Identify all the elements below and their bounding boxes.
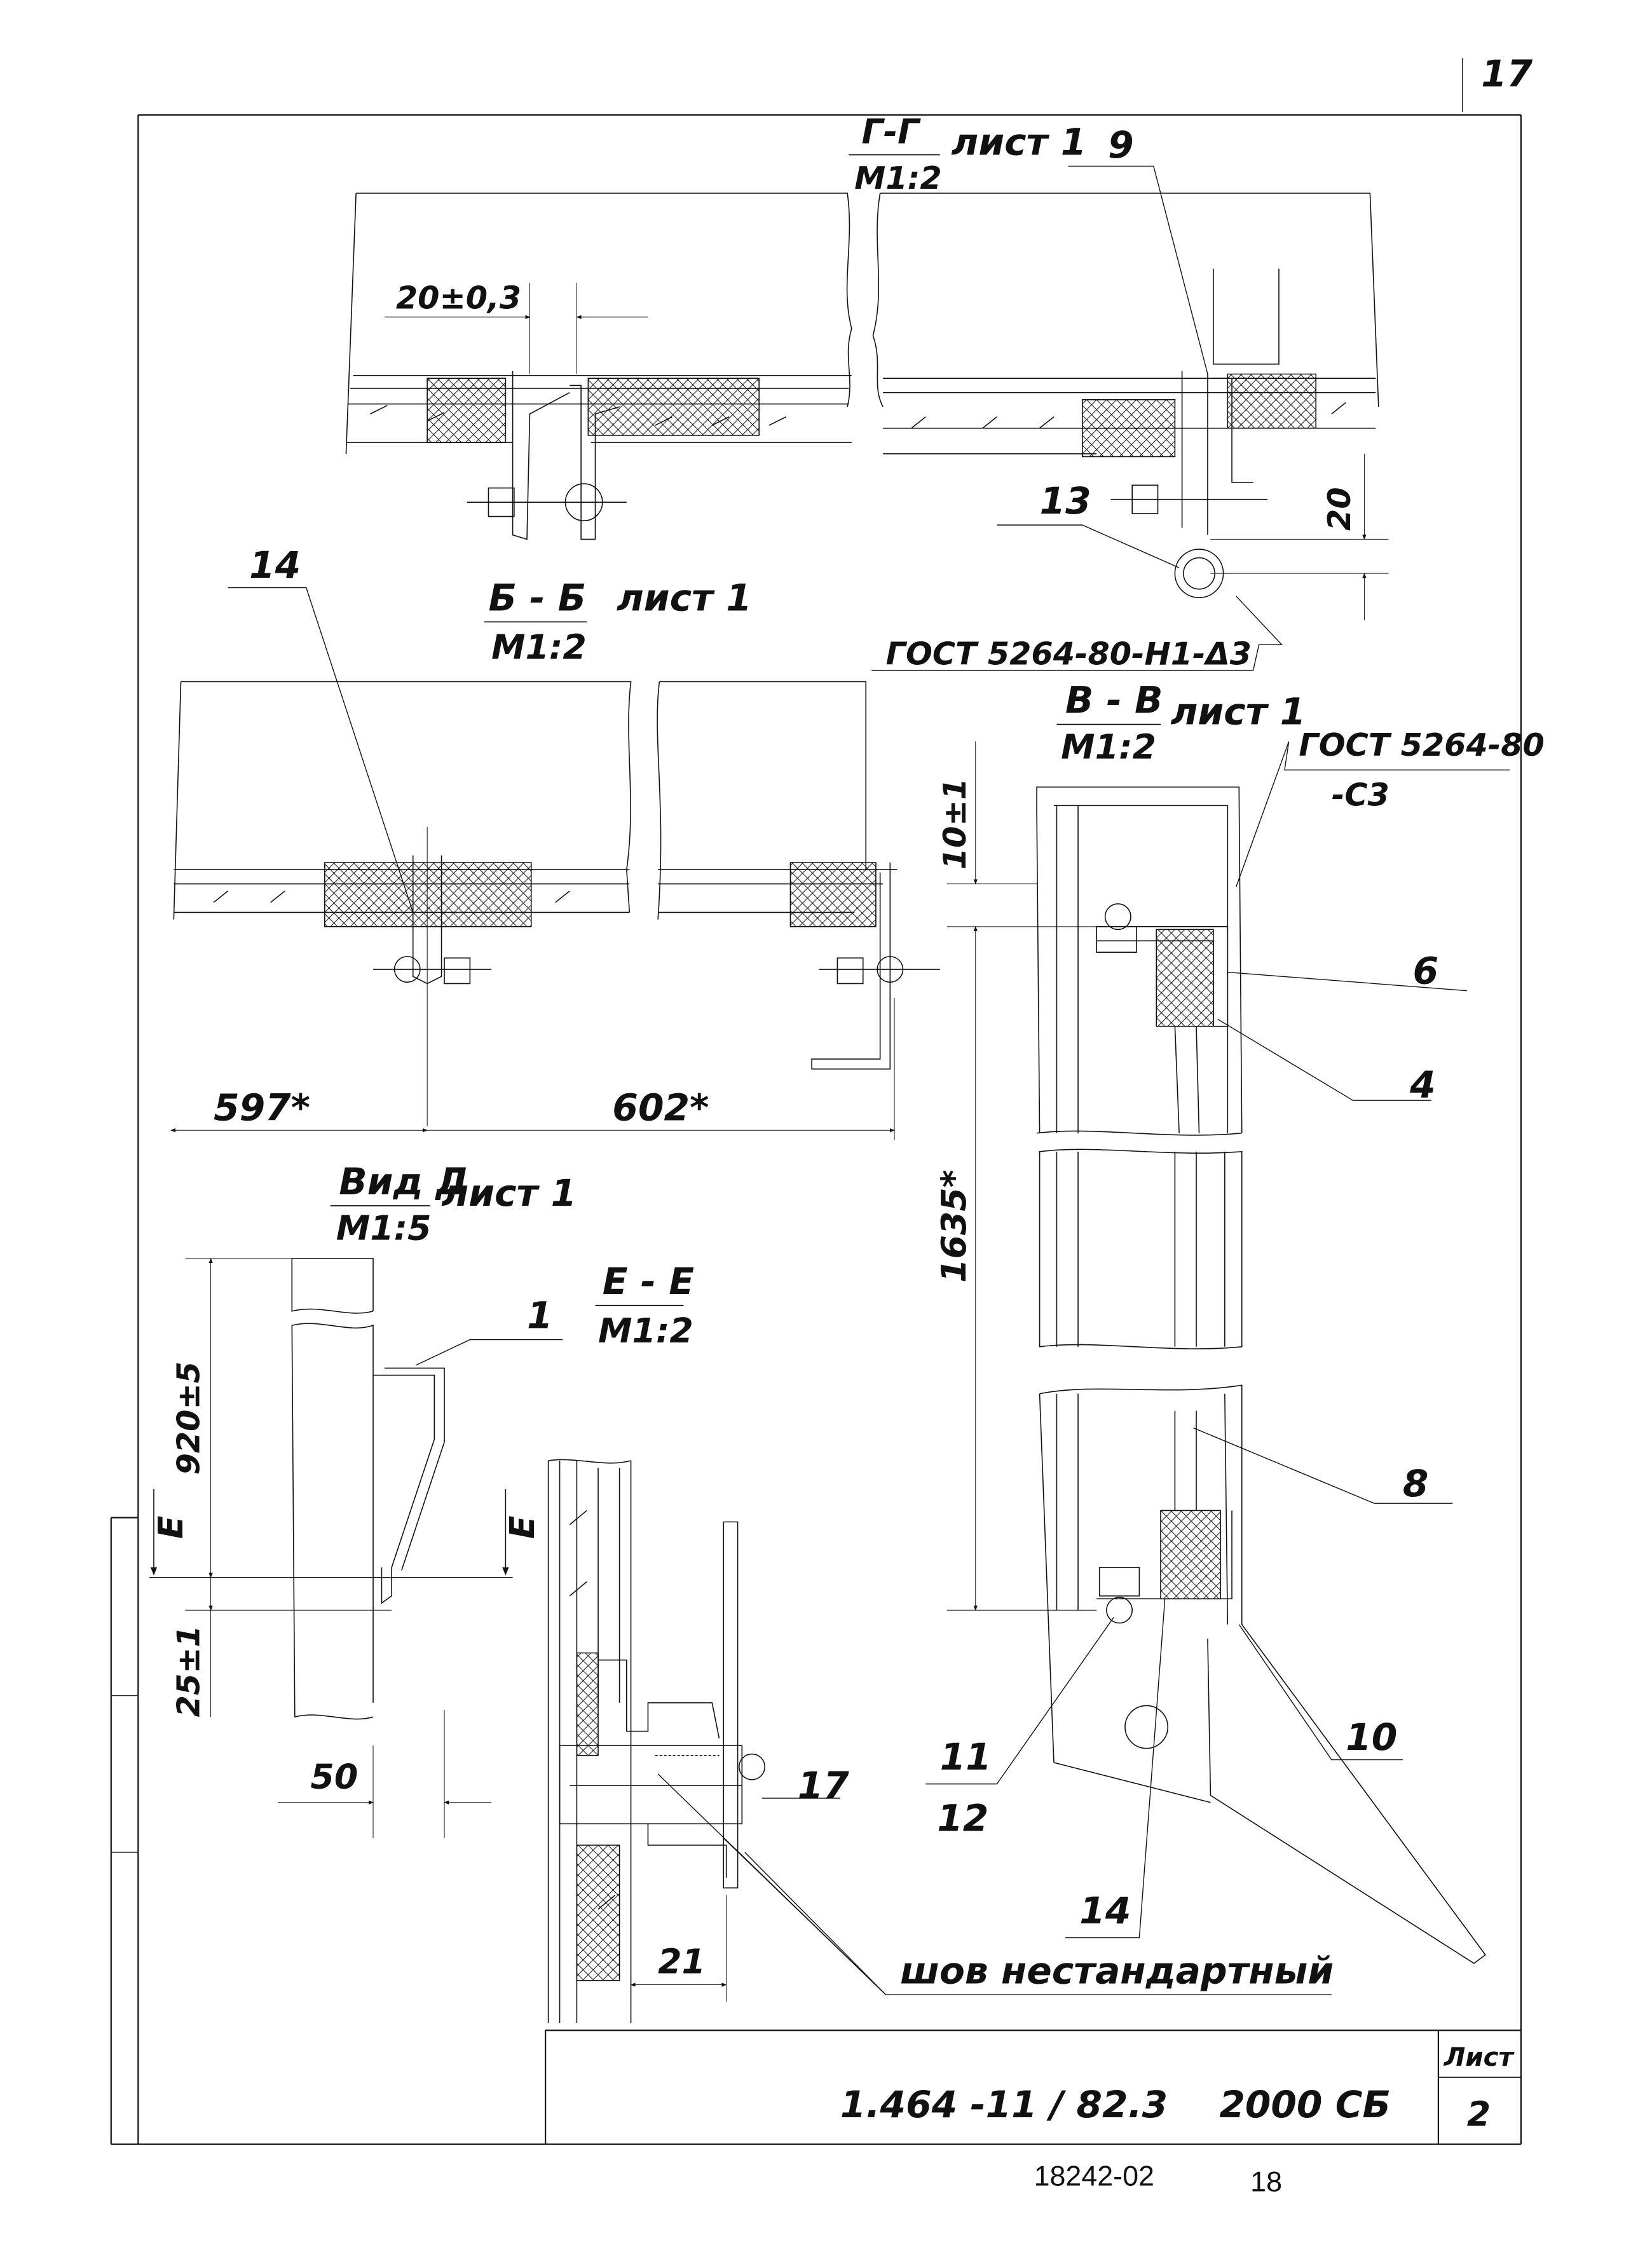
section-g-g — [873, 193, 1388, 620]
callout-13: 13 — [1040, 479, 1091, 522]
dim-e-e-21: 21 — [658, 1942, 706, 1982]
dim-right-602: 602* — [612, 1086, 709, 1129]
callout-14-bottom-leader — [1065, 1599, 1165, 1937]
title-block-sheet-label: Лист — [1444, 2042, 1515, 2072]
view-d-title: Вид Д — [339, 1160, 468, 1203]
section-middle — [170, 681, 940, 1140]
dim-left-597: 597* — [214, 1086, 310, 1129]
callout-10: 10 — [1346, 1716, 1397, 1759]
view-g-g-scale: М1:2 — [854, 160, 941, 196]
dim-gap-g-g: 20±0,3 — [396, 279, 521, 316]
title-block — [545, 2030, 1521, 2144]
title-block-designation: 1.464 -11 / 82.3 2000 СБ — [840, 2083, 1391, 2126]
callout-8-leader — [1194, 1428, 1453, 1503]
view-e-e-title: Е - Е — [603, 1260, 695, 1303]
view-d — [146, 1257, 513, 1838]
weld-nonstandard-leaders — [658, 1774, 1332, 1995]
weld-gost-c3-line1: ГОСТ 5264-80 — [1299, 727, 1544, 763]
callout-1: 1 — [527, 1294, 553, 1337]
callout-13-leader — [997, 525, 1179, 568]
callout-14-bottom: 14 — [1079, 1889, 1131, 1932]
dim-vid-920: 920±5 — [170, 1361, 207, 1475]
callout-11: 11 — [940, 1735, 992, 1778]
view-b-b-sheet-ref: лист 1 — [617, 576, 752, 619]
corner-page-number: 17 — [1481, 52, 1533, 95]
weld-nonstandard-note: шов нестандартный — [900, 1949, 1334, 1992]
callout-9: 9 — [1108, 123, 1134, 167]
weld-gost-n1: ГОСТ 5264-80-Н1-Δ3 — [886, 636, 1252, 672]
callout-6: 6 — [1413, 949, 1439, 992]
weld-gost-c3-leader — [1236, 742, 1510, 887]
callout-9-leader — [1068, 166, 1208, 374]
callout-11-leader — [997, 1617, 1114, 1784]
view-b-b-title: Б - Б — [488, 576, 586, 619]
callout-1-leader — [416, 1340, 563, 1365]
view-v-v-title: В - В — [1065, 679, 1163, 722]
dim-offset-20: 20 — [1321, 487, 1358, 531]
dim-vid-50: 50 — [310, 1756, 358, 1796]
dim-height-1635: 1635* — [934, 1170, 974, 1283]
view-d-sheet-ref: лист 1 — [442, 1171, 577, 1215]
sheet-frame — [111, 58, 1521, 2144]
callout-4: 4 — [1409, 1063, 1436, 1107]
section-e-e — [549, 1459, 765, 2023]
callout-12: 12 — [937, 1797, 988, 1840]
footer-page-number: 18 — [1250, 2166, 1282, 2197]
view-d-scale: М1:5 — [336, 1208, 432, 1248]
section-b-b — [346, 193, 851, 539]
view-v-v-sheet-ref: лист 1 — [1171, 690, 1306, 734]
title-block-sheet-number: 2 — [1467, 2094, 1491, 2134]
cut-mark-right: Е — [502, 1515, 542, 1539]
archive-number: 18242-02 — [1034, 2160, 1154, 2192]
section-v-v — [947, 742, 1485, 1963]
cut-mark-left: Е — [151, 1515, 191, 1539]
dim-vid-25: 25±1 — [170, 1625, 207, 1717]
view-g-g-sheet-ref: лист 1 — [952, 120, 1087, 163]
view-v-v-scale: М1:2 — [1061, 727, 1156, 767]
callout-4-leader — [1218, 1019, 1431, 1100]
view-e-e-scale: М1:2 — [598, 1311, 693, 1351]
weld-gost-n1-leader — [871, 596, 1281, 671]
callout-8: 8 — [1403, 1462, 1429, 1505]
dim-top-10: 10±1 — [936, 778, 973, 870]
callout-14-top: 14 — [249, 543, 301, 587]
view-g-g-title: Г-Г — [862, 112, 922, 152]
callout-17: 17 — [798, 1764, 850, 1807]
view-b-b-scale: М1:2 — [491, 627, 587, 667]
callout-10-leader — [1239, 1625, 1403, 1760]
callout-14-top-leader — [228, 588, 413, 913]
weld-gost-c3-line2: -С3 — [1332, 776, 1389, 813]
callout-6-leader — [1227, 972, 1466, 991]
